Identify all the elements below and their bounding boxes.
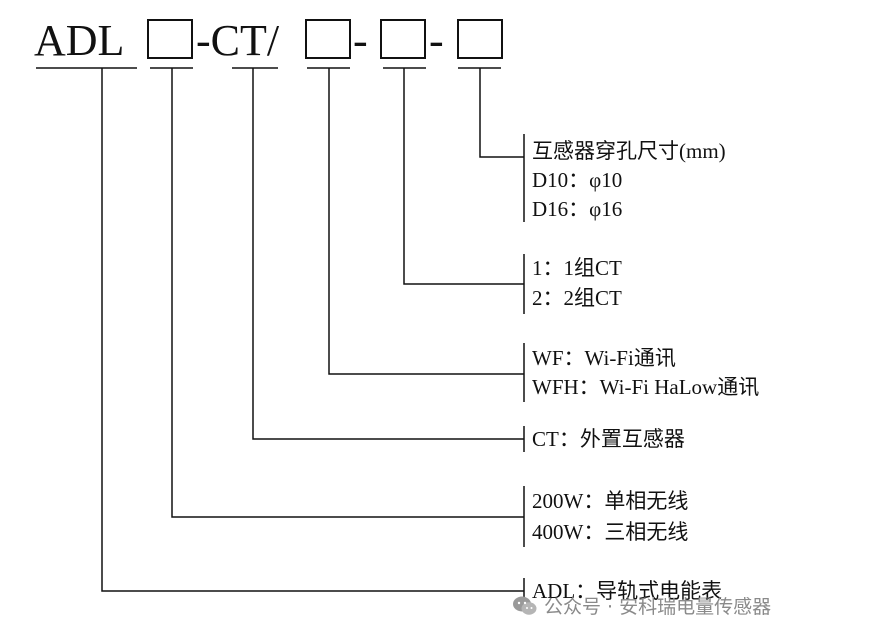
aperture-label: 互感器穿孔尺寸(mm) (532, 139, 726, 163)
adl-label: ADL：导轨式电能表 (532, 579, 722, 603)
leader-line-phase (171, 68, 524, 518)
watermark-text: 公众号 · 安科瑞电量传感器 (544, 596, 772, 618)
placeholder-box-1 (147, 19, 193, 59)
leader-line-adl (101, 68, 524, 592)
leader-lines (101, 68, 524, 592)
ct-group-option-2: 2：2组CT (532, 286, 622, 310)
ct-group-option-1: 1：1组CT (532, 256, 622, 280)
ct-external-label: CT：外置互感器 (532, 427, 685, 451)
title-dash-2: - (429, 16, 444, 65)
aperture-option-d10: D10：φ10 (532, 168, 622, 192)
title-prefix: ADL (34, 16, 124, 65)
placeholder-box-2 (305, 19, 351, 59)
leader-line-aperture (479, 68, 524, 158)
watermark: 公众号 · 安科瑞电量传感器 (512, 592, 771, 619)
comm-option-wfh: WFH：Wi-Fi HaLow通讯 (532, 375, 759, 399)
comm-option-wf: WF：Wi-Fi通讯 (532, 346, 676, 370)
leader-line-comm (328, 68, 524, 375)
phase-option-200w: 200W：单相无线 (532, 489, 688, 513)
leader-line-ct (252, 68, 524, 440)
placeholder-box-3 (380, 19, 426, 59)
wechat-icon (513, 596, 537, 615)
model-code-title: ADL -CT/ - - (34, 16, 503, 65)
phase-option-400w: 400W：三相无线 (532, 520, 688, 544)
placeholder-box-4 (457, 19, 503, 59)
leader-line-ct-groups (403, 68, 524, 285)
title-ct: -CT/ (196, 16, 280, 65)
title-dash-1: - (353, 16, 368, 65)
descriptions: 互感器穿孔尺寸(mm) D10：φ10 D16：φ16 1：1组CT 2：2组C… (532, 139, 759, 603)
aperture-option-d16: D16：φ16 (532, 197, 622, 221)
